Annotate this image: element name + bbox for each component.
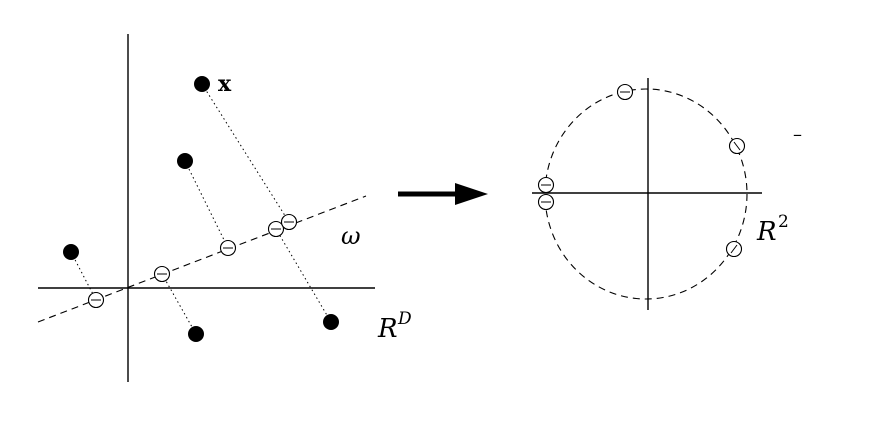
projection-line — [275, 228, 332, 323]
stray-dash: – — [793, 124, 802, 145]
projection-line — [184, 160, 229, 249]
data-point — [177, 153, 193, 169]
projected-point — [153, 265, 171, 283]
mapping-arrow — [398, 183, 488, 205]
data-point — [63, 244, 79, 260]
svg-text:2: 2 — [778, 212, 789, 232]
data-point — [323, 314, 339, 330]
circle-point — [725, 240, 743, 258]
space-label-r2: R 2 — [756, 212, 789, 247]
projected-point — [87, 291, 105, 309]
space-label-rd: R D — [377, 309, 412, 344]
omega-label: ω — [341, 222, 361, 250]
projected-point — [219, 239, 237, 257]
circle-point — [537, 193, 555, 211]
unit-circle — [544, 88, 748, 300]
projected-point — [280, 213, 298, 231]
omega-line — [37, 195, 367, 323]
svg-text:D: D — [397, 309, 412, 329]
svg-text:R: R — [756, 217, 777, 247]
circle-point — [537, 176, 555, 194]
circle-point — [616, 83, 634, 101]
svg-text:R: R — [377, 314, 398, 344]
left-panel: x ω R D — [37, 34, 412, 382]
data-point-x — [194, 76, 210, 92]
projection-line — [161, 273, 197, 335]
data-point — [188, 326, 204, 342]
circle-point — [728, 137, 746, 155]
right-panel: R 2 – — [532, 78, 802, 310]
projection-line — [70, 251, 97, 301]
projection-line — [201, 83, 290, 223]
point-x-label: x — [218, 71, 232, 97]
projected-point — [267, 220, 285, 238]
